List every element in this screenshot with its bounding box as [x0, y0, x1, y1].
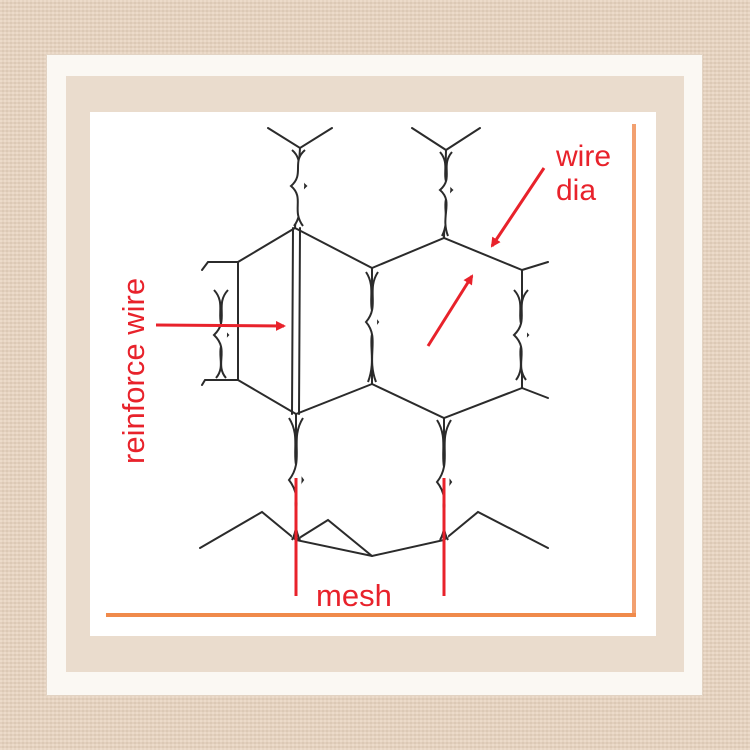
wire-left-edge — [201, 261, 239, 386]
twist-4 — [438, 151, 453, 237]
mesh-label: mesh — [316, 578, 392, 613]
reinforce-wire-arrow — [155, 320, 286, 331]
twist-2 — [289, 149, 306, 227]
panel-shadow-bottom — [106, 613, 636, 617]
annotation-arrows — [155, 167, 546, 596]
wire-dia-arrow-upper — [490, 167, 546, 248]
wire-dia-arrow-lower — [426, 274, 474, 347]
reinforce-wire — [291, 227, 301, 415]
wire-dia-label-line2: dia — [556, 174, 597, 207]
wire-top-left — [267, 127, 333, 150]
reinforce-wire-label: reinforce wire — [116, 277, 151, 464]
wire-verticals-top — [294, 147, 447, 239]
twist-10 — [512, 289, 529, 381]
wire-dia-label: wire dia — [556, 140, 611, 208]
wire-bottom-edge — [199, 510, 549, 557]
hexagon-bottom — [295, 413, 445, 558]
panel-shadow-right — [632, 124, 636, 617]
hexagon-left — [237, 226, 373, 416]
wire-dia-label-line1: wire — [556, 140, 612, 173]
wire-right-edge — [521, 261, 549, 399]
twist-8 — [212, 289, 229, 379]
twist-6 — [364, 271, 379, 383]
wire-twists — [212, 149, 530, 541]
hexagon-right — [371, 236, 523, 420]
wire-top-right — [411, 127, 481, 152]
